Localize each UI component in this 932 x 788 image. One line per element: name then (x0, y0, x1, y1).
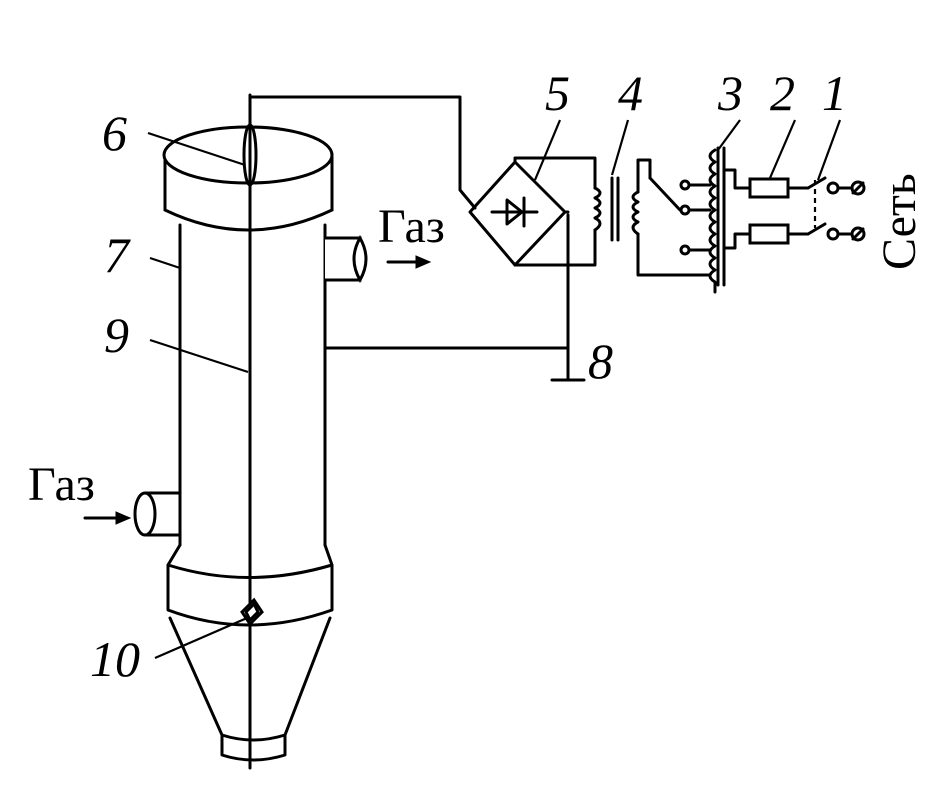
filter-column (178, 223, 327, 547)
label-gas-outlet: Газ (378, 200, 445, 253)
mains-switch (806, 176, 866, 242)
autotransformer (679, 146, 752, 294)
leader-lines (147, 119, 842, 660)
gas-inlet-arrow (83, 511, 132, 525)
label-10: 10 (90, 631, 140, 687)
hopper-cone (168, 616, 332, 762)
label-mains: Сеть (873, 173, 926, 270)
label-gas-inlet: Газ (28, 458, 95, 511)
label-8: 8 (588, 333, 613, 389)
label-1: 1 (822, 65, 847, 121)
wiring (248, 95, 586, 382)
gas-outlet-arrow (386, 255, 432, 269)
label-4: 4 (618, 65, 643, 121)
fuses (748, 177, 810, 245)
gas-outlet-pipe (325, 234, 368, 284)
label-3: 3 (717, 65, 743, 121)
label-7: 7 (104, 227, 131, 283)
hv-transformer (593, 158, 712, 277)
rectifier-bridge (468, 156, 597, 267)
gas-inlet-pipe (133, 491, 182, 537)
label-5: 5 (545, 65, 570, 121)
tensioner-weight (240, 597, 264, 627)
label-6: 6 (102, 105, 127, 161)
label-9: 9 (104, 307, 129, 363)
label-2: 2 (770, 65, 795, 121)
